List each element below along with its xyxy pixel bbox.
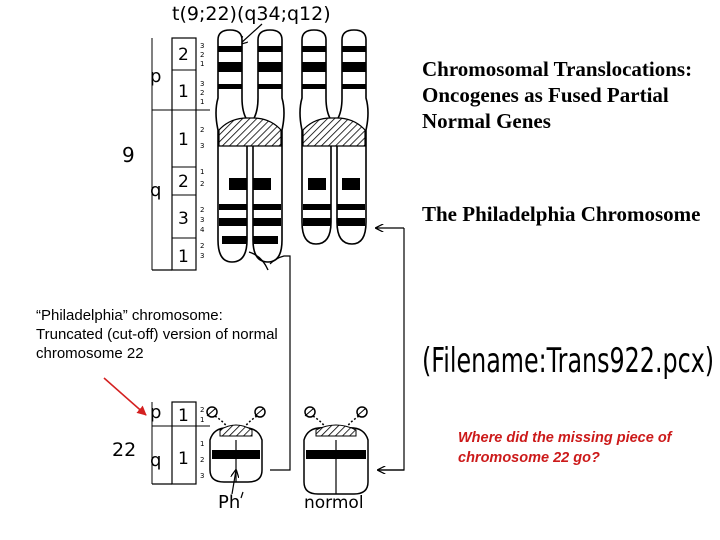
svg-text:1: 1 <box>200 168 204 176</box>
svg-text:3: 3 <box>200 142 204 150</box>
chrom9-band-2p: 2 <box>178 45 189 65</box>
svg-text:2: 2 <box>200 51 204 59</box>
svg-text:3: 3 <box>200 80 204 88</box>
svg-text:1: 1 <box>200 416 204 424</box>
svg-text:2: 2 <box>200 206 204 214</box>
svg-text:2: 2 <box>200 180 204 188</box>
question-text: Where did the missing piece of chromosom… <box>458 428 720 468</box>
chrom22-band-1q: 1 <box>178 449 189 469</box>
chrom22-band-1p: 1 <box>178 406 189 426</box>
chromosome-9-derivative <box>216 30 284 270</box>
chrom22-number: 22 <box>112 439 136 461</box>
chromosome-22-normal <box>304 407 368 494</box>
chrom9-arm-q: q <box>150 180 161 201</box>
chrom9-band-2q: 2 <box>178 172 189 192</box>
chrom22-arm-q: q <box>150 450 161 471</box>
philadelphia-note: “Philadelphia” chromosome: Truncated (cu… <box>36 306 286 363</box>
svg-text:3: 3 <box>200 472 204 480</box>
filename-label: (Filename:Trans922.pcx) <box>422 336 632 386</box>
chrom9-subband-numbers: 3 2 1 3 2 1 2 3 1 2 2 3 4 2 3 <box>200 42 205 260</box>
svg-text:1: 1 <box>200 440 204 448</box>
svg-text:1: 1 <box>200 98 204 106</box>
label-ph: Ph <box>218 492 240 513</box>
svg-text:2: 2 <box>200 89 204 97</box>
svg-text:3: 3 <box>200 42 204 50</box>
svg-text:3: 3 <box>200 216 204 224</box>
slide-title: Chromosomal Translocations: Oncogenes as… <box>422 56 717 134</box>
svg-text:2: 2 <box>200 242 204 250</box>
chrom9-arm-p: p <box>150 66 161 87</box>
chrom9-band-1q: 1 <box>178 130 189 150</box>
chrom9-number: 9 <box>122 143 135 167</box>
chrom22-arm-p: p <box>150 402 161 423</box>
chrom9-band-1p: 1 <box>178 82 189 102</box>
svg-text:4: 4 <box>200 226 205 234</box>
red-pointer-arrow <box>104 378 146 415</box>
chrom9-band-3q: 3 <box>178 209 189 229</box>
translocation-label: t(9;22)(q34;q12) <box>172 3 331 25</box>
svg-text:3: 3 <box>200 252 204 260</box>
label-normal: normol <box>304 493 364 513</box>
chrom9-band-1q-lower: 1 <box>178 247 189 267</box>
svg-text:2: 2 <box>200 126 204 134</box>
slide-subtitle: The Philadelphia Chromosome <box>422 201 712 227</box>
ph-prime-mark <box>241 492 243 498</box>
svg-text:2: 2 <box>200 406 204 414</box>
svg-text:2: 2 <box>200 456 204 464</box>
chromosome-9-normal <box>300 30 368 244</box>
svg-text:1: 1 <box>200 60 204 68</box>
chrom22-subband-numbers: 2 1 1 2 3 <box>200 406 204 480</box>
